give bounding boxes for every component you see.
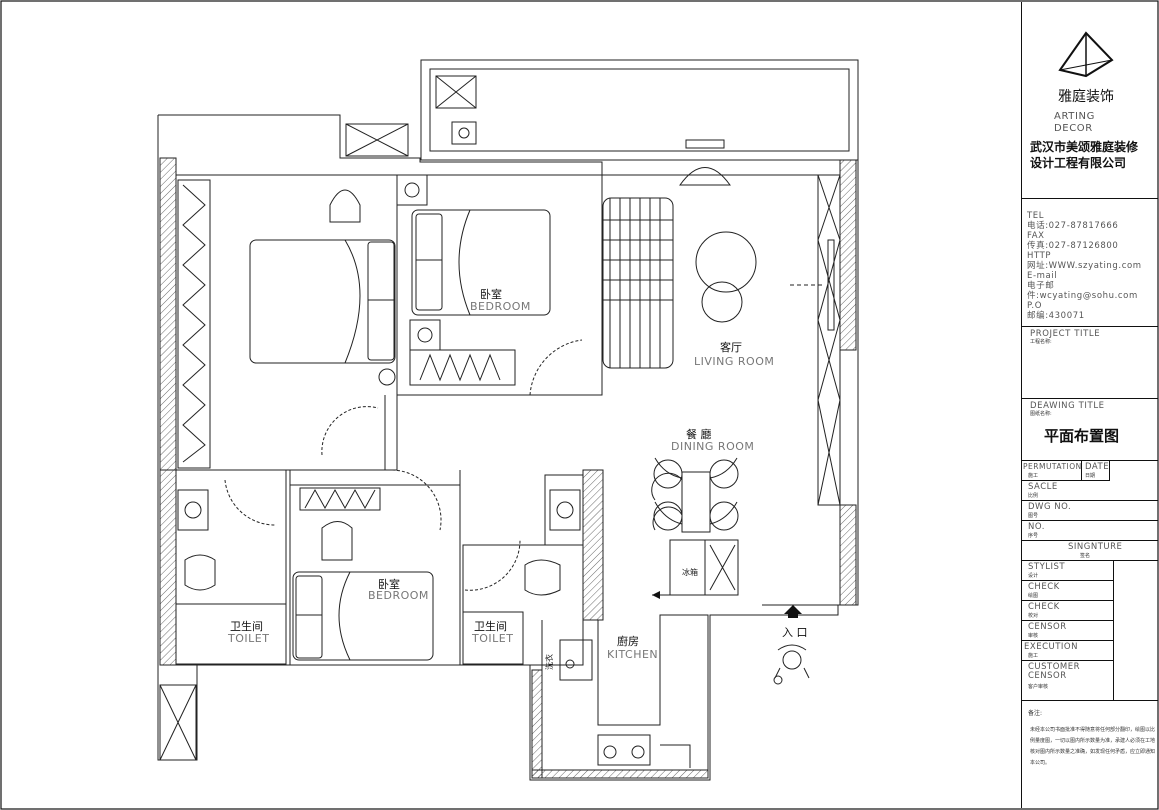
dining-label-cn: 餐 廳: [686, 427, 712, 441]
dwg-cn: 图号: [1028, 513, 1039, 519]
po-value: 邮编:430071: [1027, 311, 1085, 321]
fax-value: 传真:027-87126800: [1027, 241, 1119, 251]
permutation-en: PERMUTATION: [1023, 462, 1082, 471]
toilet1-label-cn: 卫生间: [230, 619, 263, 633]
entrance-label: 入 口: [782, 626, 808, 639]
project-label-en: PROJECT TITLE: [1030, 329, 1101, 339]
brand-en-2: DECOR: [1054, 123, 1093, 134]
bedroom-1: [175, 174, 398, 471]
brand-cn: 雅庭装饰: [1058, 89, 1114, 105]
title-block: 雅庭装饰 ARTING DECOR 武汉市美颂雅庭装修 设计工程有限公司 TEL…: [1021, 2, 1158, 808]
washer-label: 洗衣: [544, 654, 554, 670]
fields-section: PERMUTATION 施工 DATE 日期 SACLE 比例 DWG NO. …: [1022, 460, 1158, 701]
bedroom1-label-cn: 卧室: [480, 287, 502, 301]
notes-line-3: 核对图内所示数量之准确，如发现任何矛盾，应立即通知: [1030, 749, 1156, 755]
signature-cn: 签名: [1080, 553, 1091, 559]
bedroom-lower: [289, 469, 461, 666]
entrance-arrow-icon: [784, 605, 802, 618]
notes-line-4: 本公司。: [1030, 760, 1051, 766]
company-name-2: 设计工程有限公司: [1030, 156, 1127, 170]
execution-cn: 施工: [1028, 653, 1039, 659]
balcony: [420, 59, 859, 186]
check1-en: CHECK: [1028, 582, 1060, 592]
stylist-en: STYLIST: [1028, 562, 1066, 572]
check2-en: CHECK: [1028, 602, 1060, 612]
execution-en: EXECUTION: [1024, 642, 1078, 652]
scale-en: SACLE: [1028, 482, 1058, 492]
customer-en-1: CUSTOMER: [1028, 662, 1081, 672]
drawing-label-cn: 图纸名称:: [1030, 411, 1052, 417]
check2-cn: 校对: [1028, 613, 1039, 619]
stylist-cn: 设计: [1028, 573, 1039, 579]
email-value: 电子邮件:wcyating@sohu.com: [1027, 281, 1138, 301]
contact-section: TEL 电话:027-87817666 FAX 传真:027-87126800 …: [1022, 198, 1158, 326]
toilet2-label-en: TOILET: [471, 632, 513, 645]
notes-section: 备注: 未经本公司书面批准不得随意将任何部分翻印，绘图以比 例量度图，一切以图内…: [1022, 700, 1158, 808]
living-label-en: LIVING ROOM: [694, 355, 774, 368]
bedroom-center: [396, 174, 603, 396]
person-icon: [773, 644, 810, 685]
po-label: P.O: [1027, 301, 1042, 311]
dining-label-en: DINING ROOM: [671, 440, 754, 453]
permutation-cn: 施工: [1028, 473, 1039, 479]
fridge-label: 冰箱: [682, 567, 698, 577]
bathroom-left: [175, 406, 379, 666]
direction-arrow-icon: [652, 591, 660, 599]
email-label: E-mail: [1027, 271, 1058, 281]
http-value: 网址:WWW.szyating.com: [1027, 261, 1142, 271]
censor-en: CENSOR: [1028, 622, 1067, 632]
bathroom-right: [462, 474, 584, 666]
project-label-cn: 工程名称:: [1030, 339, 1052, 345]
bedroom2-label-en: BEDROOM: [368, 589, 429, 602]
no-cn: 序号: [1028, 533, 1039, 539]
date-en: DATE: [1085, 462, 1110, 472]
dwg-en: DWG NO.: [1028, 502, 1072, 512]
company-section: 雅庭装饰 ARTING DECOR 武汉市美颂雅庭装修 设计工程有限公司: [1022, 2, 1158, 198]
kitchen-label-en: KITCHEN: [607, 648, 658, 661]
pyramid-logo-icon: [1058, 31, 1114, 78]
drawing-label-en: DEAWING TITLE: [1030, 401, 1105, 411]
signature-en: SINGNTURE: [1068, 542, 1123, 552]
check1-cn: 绘图: [1028, 593, 1039, 599]
bedroom1-label-en: BEDROOM: [470, 300, 531, 313]
scale-cn: 比例: [1028, 493, 1039, 499]
living-label-cn: 客厅: [720, 340, 742, 354]
kitchen: [541, 594, 709, 771]
brand-en-1: ARTING: [1054, 111, 1095, 122]
project-section: PROJECT TITLE 工程名称:: [1022, 326, 1158, 398]
toilet1-label-en: TOILET: [227, 632, 269, 645]
bedroom2-label-cn: 卧室: [378, 577, 400, 591]
tel-label: TEL: [1027, 211, 1045, 221]
http-label: HTTP: [1027, 251, 1052, 261]
fax-label: FAX: [1027, 231, 1045, 241]
drawing-section: DEAWING TITLE 图纸名称: 平面布置图: [1022, 398, 1158, 460]
toilet2-label-cn: 卫生间: [474, 619, 507, 633]
dining-room: [289, 395, 838, 606]
no-en: NO.: [1028, 522, 1045, 532]
storage-top: [345, 123, 409, 157]
customer-en-2: CENSOR: [1028, 671, 1067, 681]
living-room: [602, 174, 841, 506]
notes-title: 备注:: [1028, 710, 1043, 717]
censor-cn: 审核: [1028, 633, 1039, 639]
kitchen-label-cn: 廚房: [617, 634, 639, 648]
customer-cn: 客户审核: [1028, 684, 1049, 690]
drawing-title: 平面布置图: [1044, 427, 1120, 445]
date-cn: 日期: [1085, 473, 1096, 479]
notes-line-1: 未经本公司书面批准不得随意将任何部分翻印，绘图以比: [1030, 727, 1156, 733]
tel-value: 电话:027-87817666: [1027, 221, 1119, 231]
notes-line-2: 例量度图，一切以图内所示数量为准，承建人必须在工地: [1030, 738, 1156, 744]
company-name-1: 武汉市美颂雅庭装修: [1030, 140, 1139, 154]
